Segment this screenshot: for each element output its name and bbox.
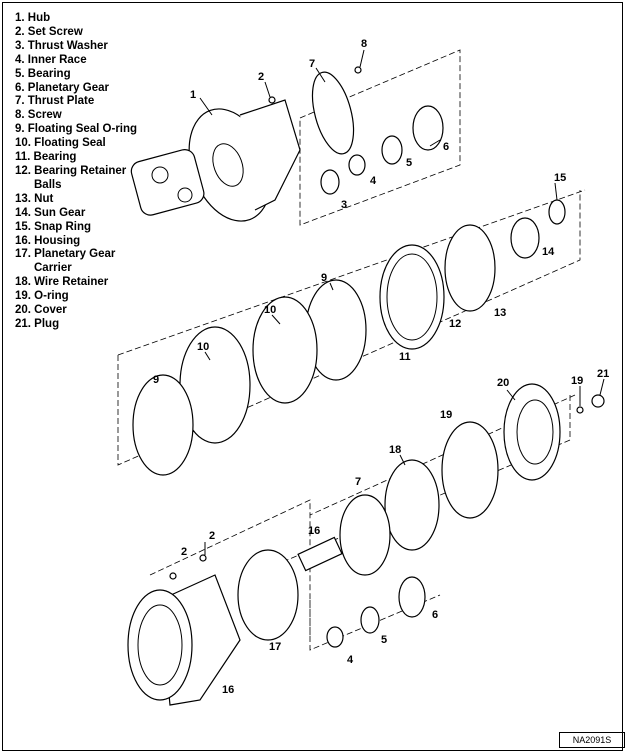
callout-9: 9 — [321, 272, 327, 284]
legend-item: 20. Cover — [15, 304, 67, 317]
callout-3: 3 — [341, 199, 347, 211]
callout-10: 10 — [264, 304, 276, 316]
callout-9: 9 — [153, 374, 159, 386]
thrust-plate-part — [311, 71, 355, 155]
callout-4: 4 — [347, 654, 354, 666]
set-screw-part — [169, 572, 177, 580]
callout-2: 2 — [181, 546, 187, 558]
legend-item: 9. Floating Seal O-ring — [15, 123, 138, 136]
legend-item: 2. Set Screw — [15, 25, 83, 38]
parts-legend: 1. Hub 2. Set Screw 3. Thrust Washer 4. … — [15, 12, 137, 332]
planetary-gear-carrier-part — [237, 549, 299, 641]
callout-13: 13 — [494, 307, 506, 319]
legend-item: 14. Sun Gear — [15, 206, 86, 219]
inner-race-part — [326, 626, 344, 648]
legend-item: 10. Floating Seal — [15, 137, 106, 150]
housing-part — [127, 574, 241, 706]
set-screw-part — [268, 96, 276, 104]
floating-seal-oring-part — [132, 374, 194, 476]
callout-19: 19 — [440, 409, 452, 421]
legend-item: 13. Nut — [15, 192, 54, 205]
callout-7: 7 — [355, 476, 361, 488]
callout-5: 5 — [381, 634, 387, 646]
set-screw-part — [199, 554, 207, 562]
callout-20: 20 — [497, 377, 509, 389]
callout-8: 8 — [361, 38, 367, 50]
legend-item-continuation: Carrier — [34, 262, 72, 275]
callout-19: 19 — [571, 375, 583, 387]
callout-11: 11 — [399, 351, 411, 363]
legend-item: 19. O-ring — [15, 290, 69, 303]
callout-2: 2 — [258, 71, 264, 83]
planetary-gear-part — [398, 576, 426, 618]
bearing-part — [360, 606, 380, 634]
legend-item: 6. Planetary Gear — [15, 81, 109, 94]
diagram-frame — [2, 2, 623, 751]
motor-assembly-part — [130, 149, 205, 216]
callout-7: 7 — [309, 58, 315, 70]
callout-16: 16 — [308, 525, 320, 537]
legend-item: 7. Thrust Plate — [15, 95, 95, 108]
callouts: 1 2 7 8 3 4 5 6 15 14 13 12 11 9 10 10 9… — [153, 38, 609, 696]
callout-12: 12 — [449, 318, 461, 330]
legend-item: 11. Bearing — [15, 151, 77, 164]
legend-item: 21. Plug — [15, 317, 60, 330]
planetary-gear-part — [412, 105, 444, 151]
callout-15: 15 — [554, 172, 566, 184]
callout-1: 1 — [190, 89, 196, 101]
legend-item: 12. Bearing Retainer — [15, 164, 127, 177]
legend-item: 18. Wire Retainer — [15, 276, 109, 289]
legend-item: 17. Planetary Gear — [15, 248, 116, 261]
thrust-washer-part — [320, 169, 340, 195]
screw-part — [354, 66, 362, 74]
legend-item-continuation: Balls — [34, 178, 62, 191]
bearing-11-part — [379, 244, 445, 350]
legend-item: 5. Bearing — [15, 67, 71, 80]
oring-small-part — [576, 406, 584, 414]
callout-18: 18 — [389, 444, 401, 456]
callout-5: 5 — [406, 157, 412, 169]
sun-gear-shaft-part — [297, 536, 343, 572]
cover-part — [503, 383, 561, 481]
legend-item: 15. Snap Ring — [15, 220, 92, 233]
callout-2: 2 — [209, 530, 215, 542]
callout-6: 6 — [443, 141, 449, 153]
legend-item: 3. Thrust Washer — [15, 39, 108, 52]
hub-part — [188, 99, 301, 222]
callout-17: 17 — [269, 641, 281, 653]
legend-item: 4. Inner Race — [15, 53, 87, 66]
callout-10: 10 — [197, 341, 209, 353]
callout-6: 6 — [432, 609, 438, 621]
callout-21: 21 — [597, 368, 609, 380]
snap-ring-part — [548, 199, 566, 225]
inner-race-part — [348, 154, 366, 176]
legend-item: 16. Housing — [15, 234, 81, 247]
plug-part — [591, 394, 605, 408]
figure-code-label: NA2091S — [559, 732, 625, 748]
leader-lines — [199, 49, 605, 555]
callout-4: 4 — [370, 175, 377, 187]
wire-retainer-part — [384, 459, 440, 551]
bearing-part — [381, 135, 403, 165]
legend-item: 8. Screw — [15, 109, 62, 122]
callout-16: 16 — [222, 684, 234, 696]
legend-item: 1. Hub — [15, 12, 51, 24]
sun-gear-part — [510, 217, 540, 259]
oring-part — [441, 421, 499, 519]
floating-seal-part — [252, 296, 318, 404]
nut-part — [444, 224, 496, 312]
callout-14: 14 — [542, 246, 555, 258]
thrust-plate-part — [339, 494, 391, 576]
